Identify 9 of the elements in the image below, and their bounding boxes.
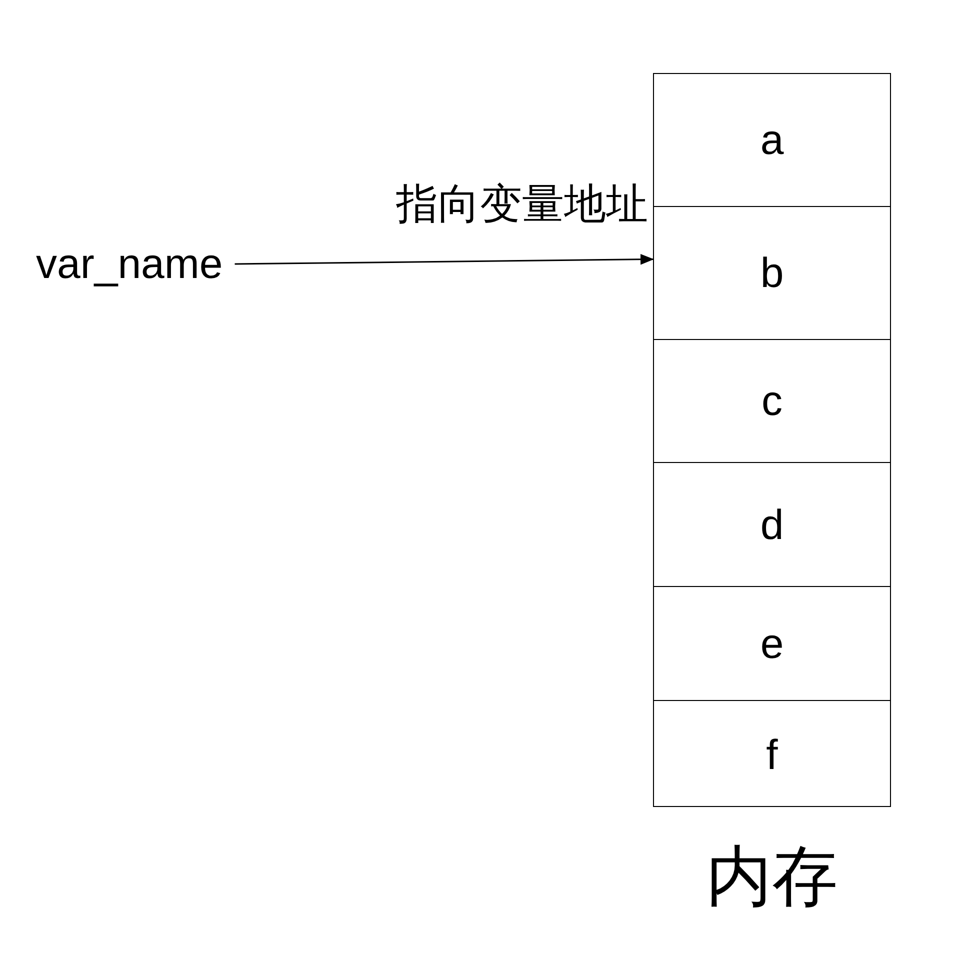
memory-caption: 内存 bbox=[705, 838, 839, 914]
memory-cell: f bbox=[654, 700, 890, 808]
memory-cell: b bbox=[654, 206, 890, 339]
memory-cell: d bbox=[654, 462, 890, 586]
arrow bbox=[234, 254, 654, 265]
variable-name: var_name bbox=[36, 238, 223, 290]
memory-cell: a bbox=[654, 74, 890, 206]
memory-cell: e bbox=[654, 586, 890, 700]
memory-cell: c bbox=[654, 339, 890, 462]
